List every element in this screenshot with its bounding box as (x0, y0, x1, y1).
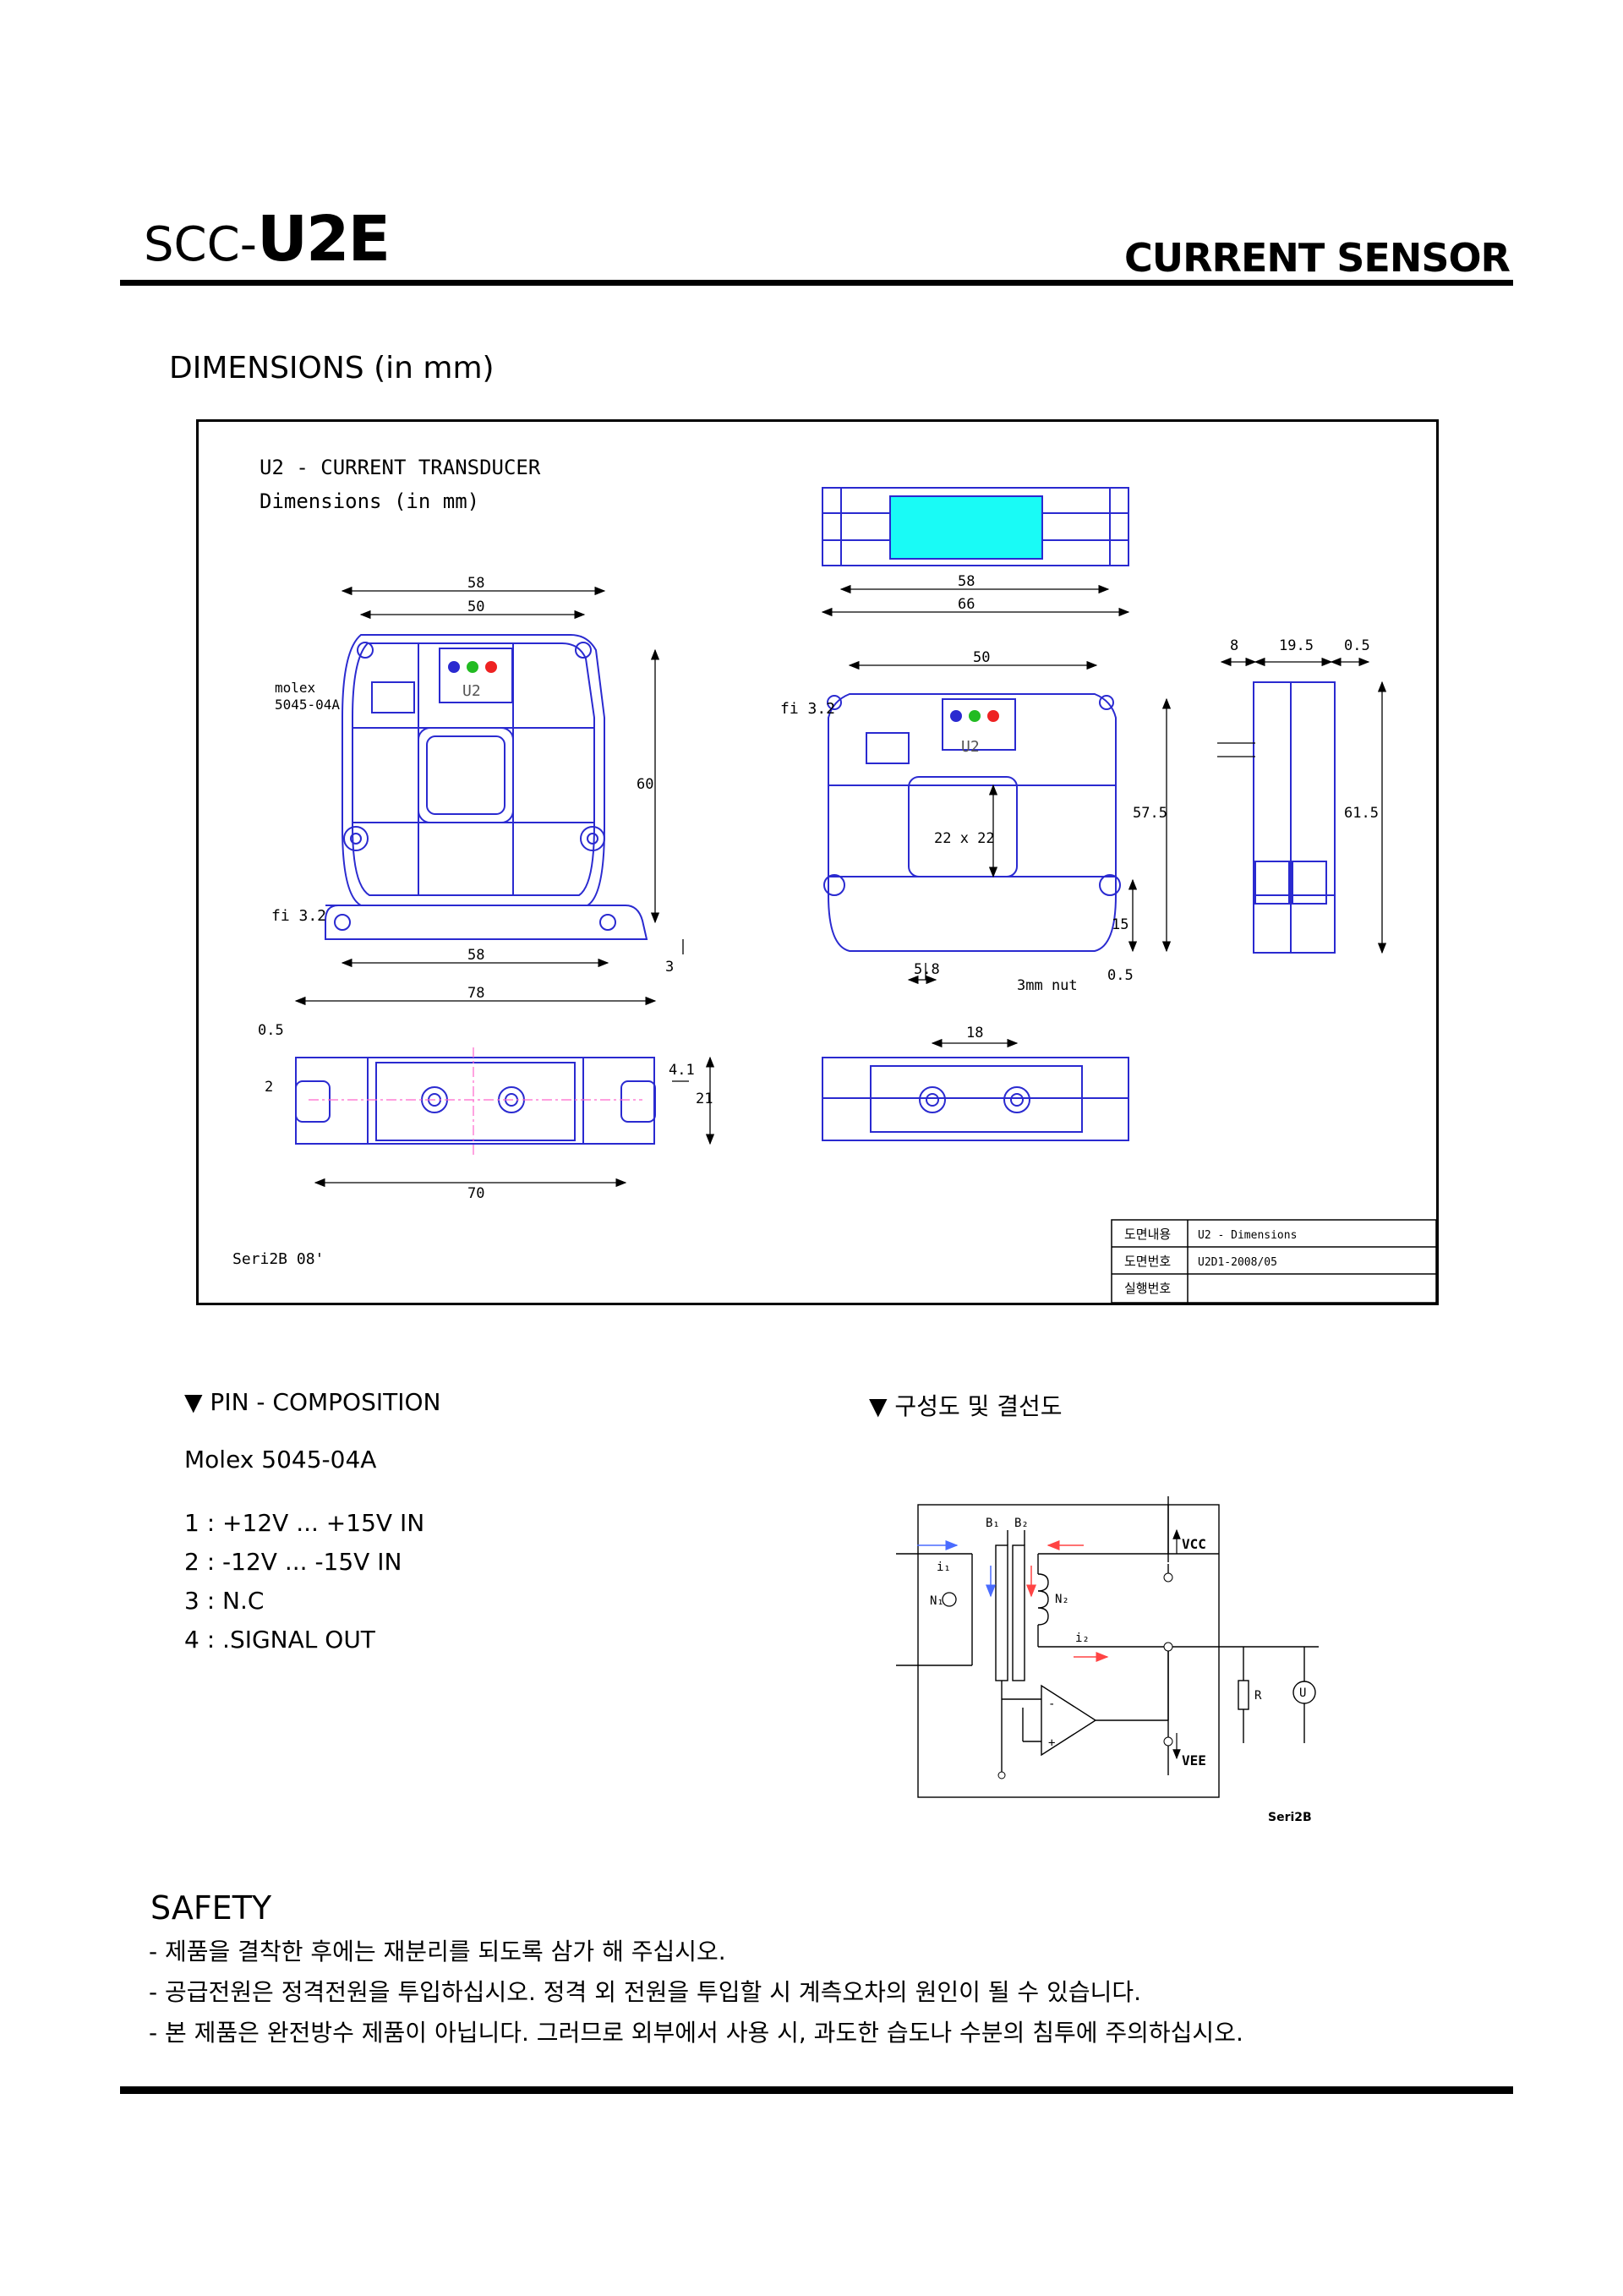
label-i1: i₁ (937, 1561, 951, 1574)
drawing-title: U2 - CURRENT TRANSDUCER (260, 456, 541, 479)
dim-side-8: 8 (1230, 637, 1238, 654)
schematic-heading: ▼ 구성도 및 결선도 (869, 1392, 1063, 1420)
dim-front-58b: 58 (467, 947, 484, 964)
dim-front-60: 60 (637, 776, 653, 793)
connector-label: Molex 5045-04A (184, 1446, 377, 1473)
dim-right-15: 15 (1112, 916, 1128, 933)
dim-right-57-5: 57.5 (1133, 805, 1167, 822)
front-view-right (823, 693, 1121, 952)
dim-front-78: 78 (467, 985, 484, 1002)
product-model-title: SCC-U2E (144, 203, 391, 276)
header-rule (120, 280, 1513, 286)
pin-composition-heading: ▼ PIN - COMPOSITION (184, 1388, 441, 1416)
pin-4: 4 : .SIGNAL OUT (184, 1626, 375, 1654)
safety-line-1: - 제품을 결착한 후에는 재분리를 되도록 삼가 해 주십시오. (149, 1938, 726, 1965)
molex-label-line1: molex (275, 680, 316, 696)
dim-bottom-70: 70 (467, 1185, 484, 1202)
window-label: 22 x 22 (934, 830, 995, 847)
front-dimension-lines (294, 586, 684, 1006)
molex-label-line2: 5045-04A (275, 697, 340, 713)
dim-bottom-right-18: 18 (966, 1025, 983, 1041)
model-prefix: SCC- (144, 217, 257, 272)
dim-side-0-5: 0.5 (1344, 637, 1370, 654)
dim-top-58: 58 (958, 573, 975, 590)
label-i2: i₂ (1075, 1632, 1090, 1645)
label-b2: B₂ (1014, 1517, 1029, 1530)
title-block (1111, 1219, 1436, 1303)
dim-side-61-5: 61.5 (1344, 805, 1379, 822)
front-view (325, 634, 648, 940)
pin-2: 2 : -12V ... -15V IN (184, 1548, 402, 1576)
front-hole-label: fi 3.2 (271, 907, 326, 925)
label-n2: N₂ (1055, 1593, 1069, 1606)
dim-front-50: 50 (467, 599, 484, 615)
wiring-schematic: B₁ B₂ i₁ N₁ N₂ i₂ - + VCC VEE R U (896, 1496, 1319, 1798)
title-block-label-2: 도면번호 (1124, 1254, 1171, 1269)
label-plus: + (1048, 1736, 1055, 1750)
label-r: R (1254, 1689, 1262, 1703)
dim-top-66: 66 (958, 596, 975, 613)
right-u2-label: U2 (961, 738, 980, 756)
dim-front-3: 3 (665, 959, 674, 976)
dim-bottom-0-5: 0.5 (258, 1022, 284, 1039)
dim-side-19-5: 19.5 (1279, 637, 1314, 654)
label-n1: N₁ (930, 1594, 944, 1608)
safety-line-2: - 공급전원은 정격전원을 투입하십시오. 정격 외 전원을 투입할 시 계측오… (149, 1978, 1142, 2006)
label-vcc: VCC (1182, 1536, 1206, 1552)
nut-label: 3mm nut (1017, 977, 1078, 994)
pin-3: 3 : N.C (184, 1587, 265, 1615)
bottom-view-right (822, 1057, 1129, 1141)
product-type-title: CURRENT SENSOR (1124, 235, 1511, 281)
drawing-subtitle: Dimensions (in mm) (260, 489, 479, 513)
front-u2-label: U2 (462, 682, 481, 700)
dim-front-58: 58 (467, 575, 484, 592)
dim-right-0-5: 0.5 (1107, 967, 1134, 984)
title-block-value-2: U2D1-2008/05 (1198, 1256, 1277, 1269)
label-minus: - (1048, 1697, 1055, 1711)
technical-drawing: U2 - CURRENT TRANSDUCER Dimensions (in m… (232, 456, 1436, 1303)
bottom-dimension-lines (314, 1056, 715, 1188)
right-hole-label: fi 3.2 (780, 700, 835, 718)
dim-bottom-21: 21 (696, 1091, 713, 1107)
bottom-view-left (295, 1057, 656, 1145)
side-view (1253, 681, 1336, 954)
footer-rule (120, 2086, 1513, 2094)
dim-bottom-2: 2 (265, 1079, 273, 1096)
pin-1: 1 : +12V ... +15V IN (184, 1509, 425, 1537)
technical-drawing-frame: U2 - CURRENT TRANSDUCER Dimensions (in m… (196, 419, 1439, 1305)
dim-right-50: 50 (973, 649, 990, 666)
label-b1: B₁ (986, 1517, 1000, 1530)
schematic-author: Seri2B (1268, 1811, 1312, 1824)
title-block-label-3: 실행번호 (1124, 1281, 1171, 1296)
dim-right-5-8: 5.8 (914, 961, 940, 978)
sensor-window (889, 495, 1043, 560)
title-block-label-1: 도면내용 (1124, 1227, 1171, 1242)
model-suffix: U2E (256, 203, 391, 276)
drawing-author: Seri2B 08' (232, 1250, 324, 1268)
label-u: U (1299, 1686, 1306, 1700)
title-block-value-1: U2 - Dimensions (1198, 1229, 1297, 1242)
safety-title: SAFETY (150, 1889, 272, 1927)
dimensions-heading: DIMENSIONS (in mm) (169, 351, 495, 385)
safety-line-3: - 본 제품은 완전방수 제품이 아닙니다. 그러므로 외부에서 사용 시, 과… (149, 2019, 1243, 2047)
dim-bottom-4-1: 4.1 (669, 1062, 695, 1079)
label-vee: VEE (1182, 1752, 1206, 1768)
